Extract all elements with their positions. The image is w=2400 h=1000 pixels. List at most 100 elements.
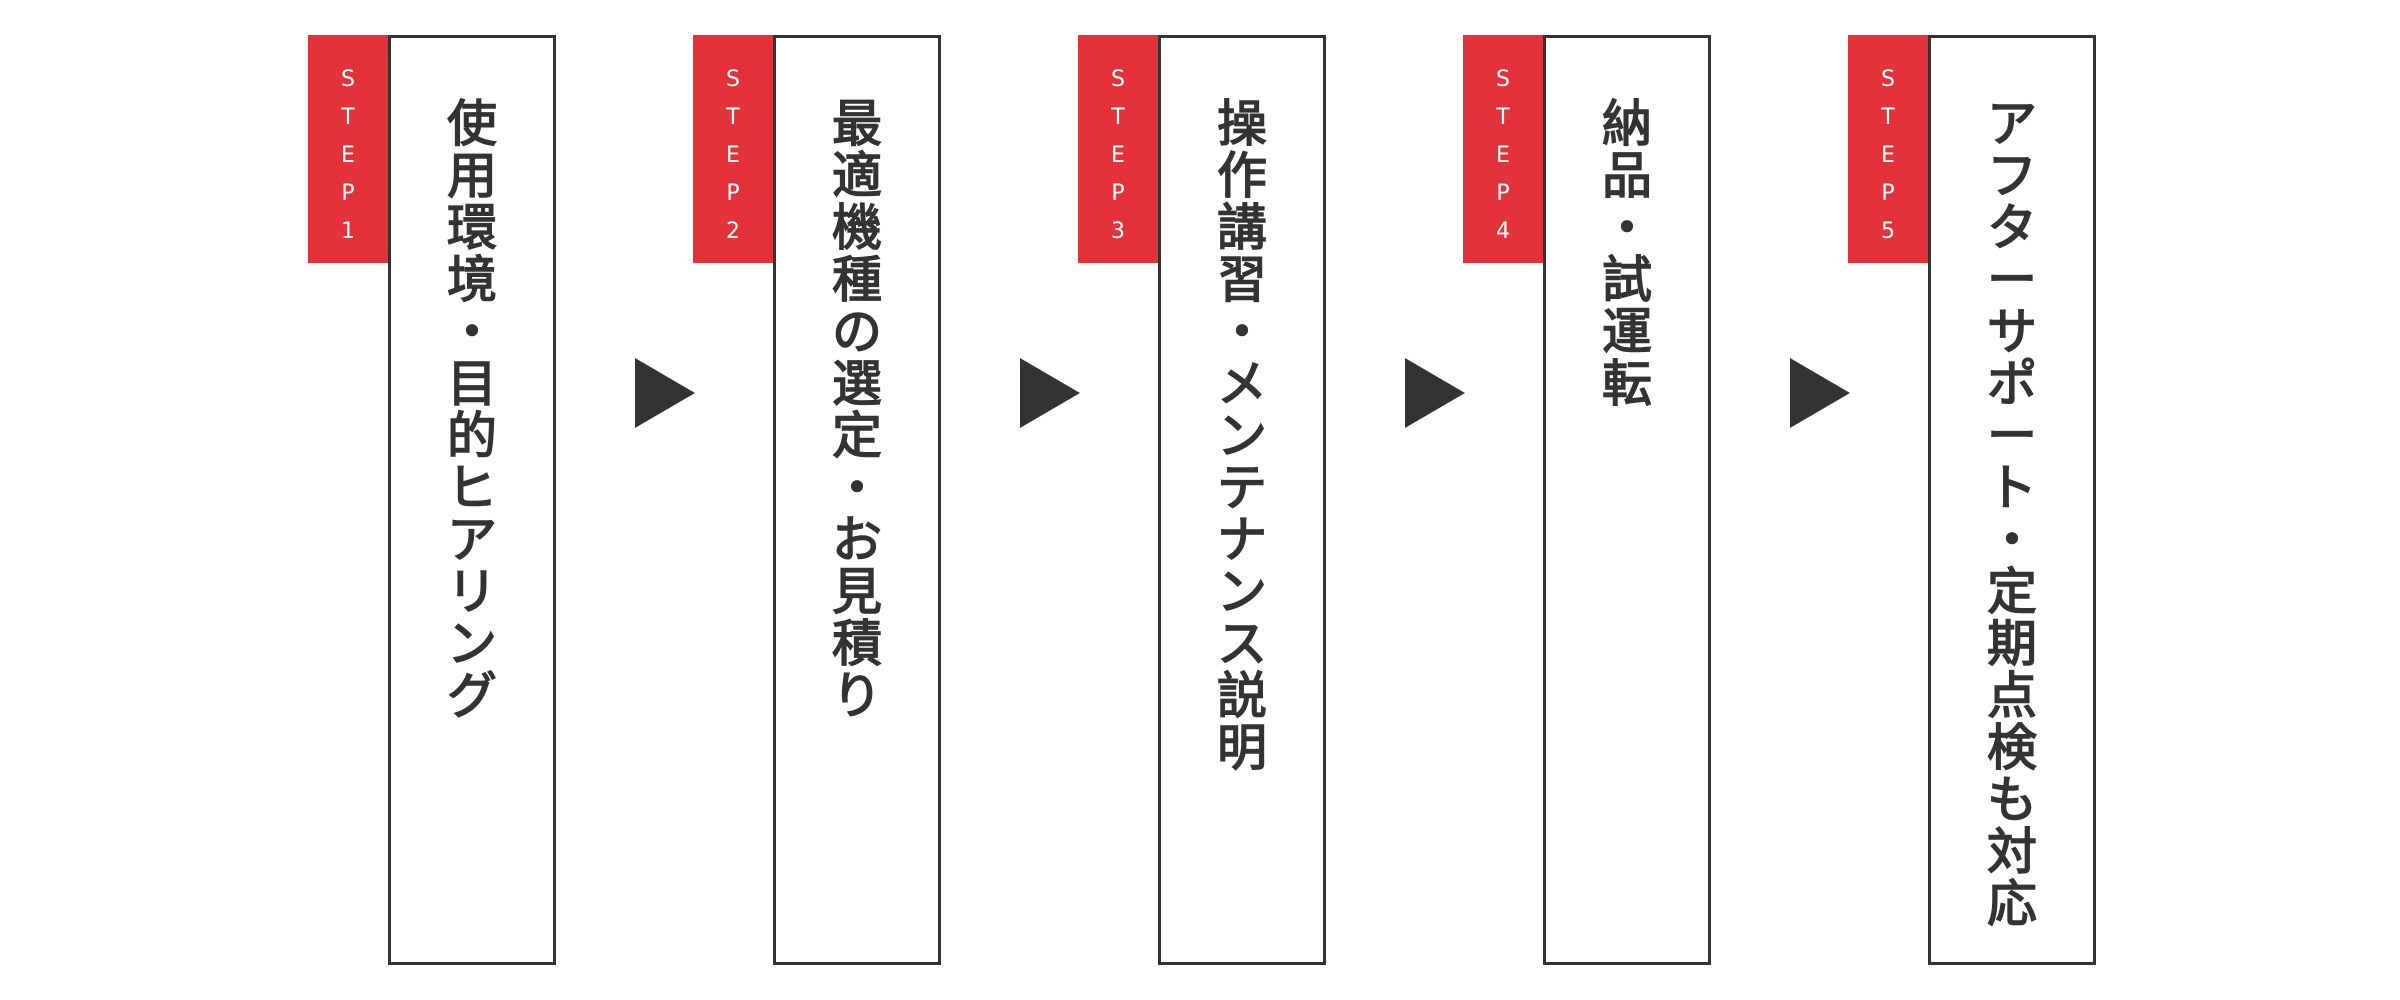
label-char: ー [1987,251,2037,309]
label-char: り [832,667,882,725]
label-char: ナ [1217,511,1267,569]
badge-char: T [1496,105,1510,130]
label-char: ン [1217,563,1267,621]
label-char: 講 [1217,199,1267,257]
label-char: ・ [1602,199,1652,257]
badge-char: 1 [341,219,355,244]
badge-char: P [1111,181,1125,206]
label-char: ト [1987,459,2037,517]
step-5-box: アフターサポート・定期点検も対応 [1928,35,2096,965]
badge-char: E [1496,143,1510,168]
label-char: の [832,303,882,361]
step-2-label: 最適機種の選定・お見積り [776,98,938,722]
label-char: タ [1987,199,2037,257]
label-char: ・ [1987,511,2037,569]
arrow-right-icon [635,358,695,428]
label-char: テ [1217,459,1267,517]
label-char: 検 [1987,719,2037,777]
label-char: も [1987,771,2037,829]
label-char: メ [1217,355,1267,413]
label-char: 操 [1217,95,1267,153]
badge-char: S [1881,67,1895,92]
label-char: ン [1217,407,1267,465]
badge-char: P [1496,181,1510,206]
label-char: ・ [832,459,882,517]
label-char: 使 [447,95,497,153]
label-char: ア [1987,95,2037,153]
badge-char: E [726,143,740,168]
badge-char: 2 [726,219,740,244]
label-char: 種 [832,251,882,309]
label-char: 定 [1987,563,2037,621]
label-char: 積 [832,615,882,673]
label-char: 選 [832,355,882,413]
label-char: ア [447,511,497,569]
label-char: 点 [1987,667,2037,725]
badge-char: 5 [1881,219,1895,244]
label-char: 運 [1602,303,1652,361]
label-char: フ [1987,147,2037,205]
label-char: お [832,511,882,569]
label-char: グ [447,667,497,725]
label-char: 納 [1602,95,1652,153]
label-char: ポ [1987,355,2037,413]
label-char: 見 [832,563,882,621]
label-char: ー [1987,407,2037,465]
badge-char: T [341,105,355,130]
arrow-right-icon [1790,358,1850,428]
label-char: ヒ [447,459,497,517]
label-char: 適 [832,147,882,205]
label-char: ス [1217,615,1267,673]
badge-char: 4 [1496,219,1510,244]
label-char: 環 [447,199,497,257]
label-char: リ [447,563,497,621]
label-char: 説 [1217,667,1267,725]
badge-char: T [726,105,740,130]
label-char: 機 [832,199,882,257]
step-4-label: 納品・試運転 [1546,98,1708,410]
label-char: ン [447,615,497,673]
label-char: 転 [1602,355,1652,413]
badge-char: E [341,143,355,168]
step-3-label: 操作講習・メンテナンス説明 [1161,98,1323,774]
badge-char: T [1881,105,1895,130]
badge-char: P [341,181,355,206]
label-char: 応 [1987,875,2037,933]
step-1-label: 使用環境・目的ヒアリング [391,98,553,722]
badge-char: T [1111,105,1125,130]
label-char: 最 [832,95,882,153]
label-char: 目 [447,355,497,413]
badge-char: 3 [1111,219,1125,244]
label-char: 習 [1217,251,1267,309]
badge-char: P [726,181,740,206]
step-1-box: 使用環境・目的ヒアリング [388,35,556,965]
step-2-box: 最適機種の選定・お見積り [773,35,941,965]
badge-char: S [341,67,355,92]
label-char: 境 [447,251,497,309]
label-char: 対 [1987,823,2037,881]
label-char: 用 [447,147,497,205]
arrow-right-icon [1020,358,1080,428]
label-char: 定 [832,407,882,465]
arrow-right-icon [1405,358,1465,428]
step-5-label: アフターサポート・定期点検も対応 [1931,98,2093,930]
label-char: 試 [1602,251,1652,309]
label-char: ・ [447,303,497,361]
badge-char: S [726,67,740,92]
badge-char: E [1111,143,1125,168]
label-char: ・ [1217,303,1267,361]
label-char: 的 [447,407,497,465]
label-char: サ [1987,303,2037,361]
badge-char: S [1496,67,1510,92]
label-char: 明 [1217,719,1267,777]
